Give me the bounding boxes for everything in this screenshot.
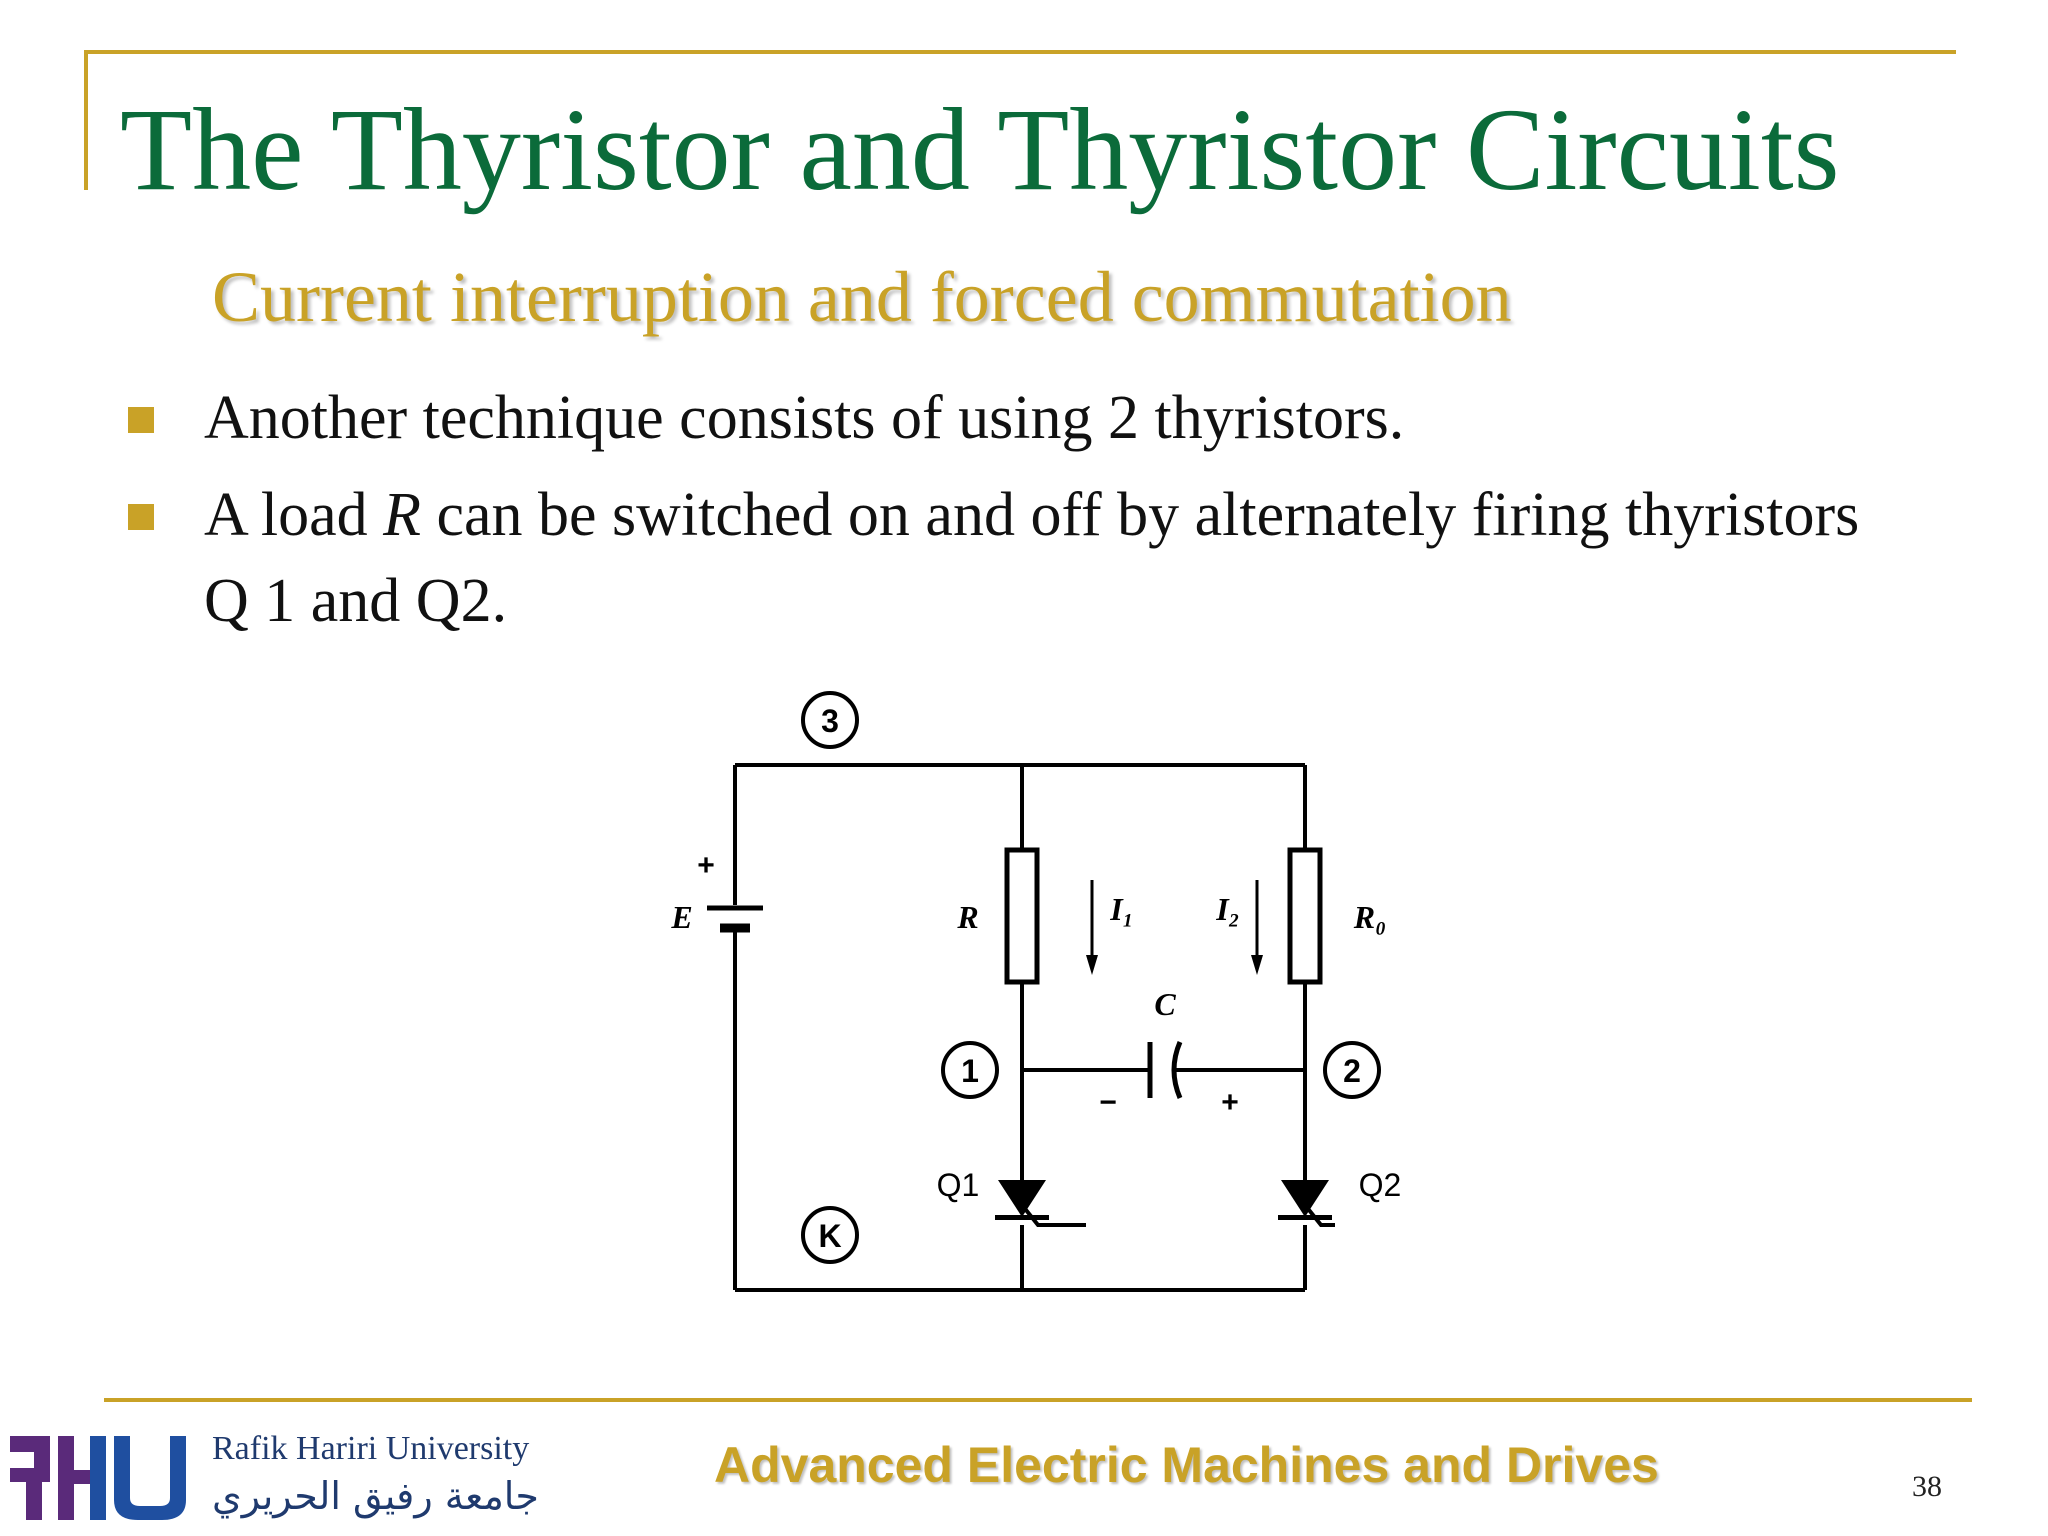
thyristor-q1-label: Q1 bbox=[937, 1167, 980, 1203]
bullet-square-icon bbox=[128, 504, 154, 530]
course-title: Advanced Electric Machines and Drives bbox=[714, 1437, 1659, 1493]
current-i1-label: I₁ bbox=[1109, 891, 1134, 927]
university-name-english: Rafik Hariri University bbox=[212, 1430, 530, 1467]
slide-subtitle: Current interruption and forced commutat… bbox=[212, 257, 1512, 337]
current-i2-label: I₂ bbox=[1215, 891, 1240, 927]
source-e-label: E bbox=[670, 899, 692, 935]
footer-rule bbox=[104, 1398, 1972, 1402]
bullet-text: A load R can be switched on and off by a… bbox=[204, 481, 1860, 635]
node-3-label: 3 bbox=[821, 703, 839, 739]
capacitor-minus-label: − bbox=[1099, 1086, 1117, 1119]
university-logo bbox=[10, 1436, 186, 1520]
bullet-square-icon bbox=[128, 407, 154, 433]
thyristor-q2-label: Q2 bbox=[1359, 1167, 1402, 1203]
node-k-label: K bbox=[818, 1218, 841, 1254]
slide-title: The Thyristor and Thyristor Circuits bbox=[120, 84, 1840, 215]
source-plus-label: + bbox=[697, 849, 715, 882]
page-number: 38 bbox=[1912, 1470, 1942, 1503]
bullet-text: Another technique consists of using 2 th… bbox=[204, 384, 1405, 452]
frame-left-rule bbox=[84, 50, 88, 190]
aux-resistor-label: R₀ bbox=[1353, 899, 1387, 935]
node-2-label: 2 bbox=[1343, 1053, 1361, 1089]
university-name-arabic: جامعة رفيق الحريري bbox=[212, 1474, 539, 1518]
forced-commutation-circuit-diagram: 3 1 2 K + E R I₁ I₂ R₀ C − + Q1 Q2 bbox=[670, 691, 1402, 1292]
load-r-label: R bbox=[956, 899, 978, 935]
capacitor-c-label: C bbox=[1154, 986, 1176, 1022]
frame-top-rule bbox=[86, 50, 1956, 54]
node-1-label: 1 bbox=[961, 1053, 979, 1089]
capacitor-plus-label: + bbox=[1221, 1086, 1239, 1119]
